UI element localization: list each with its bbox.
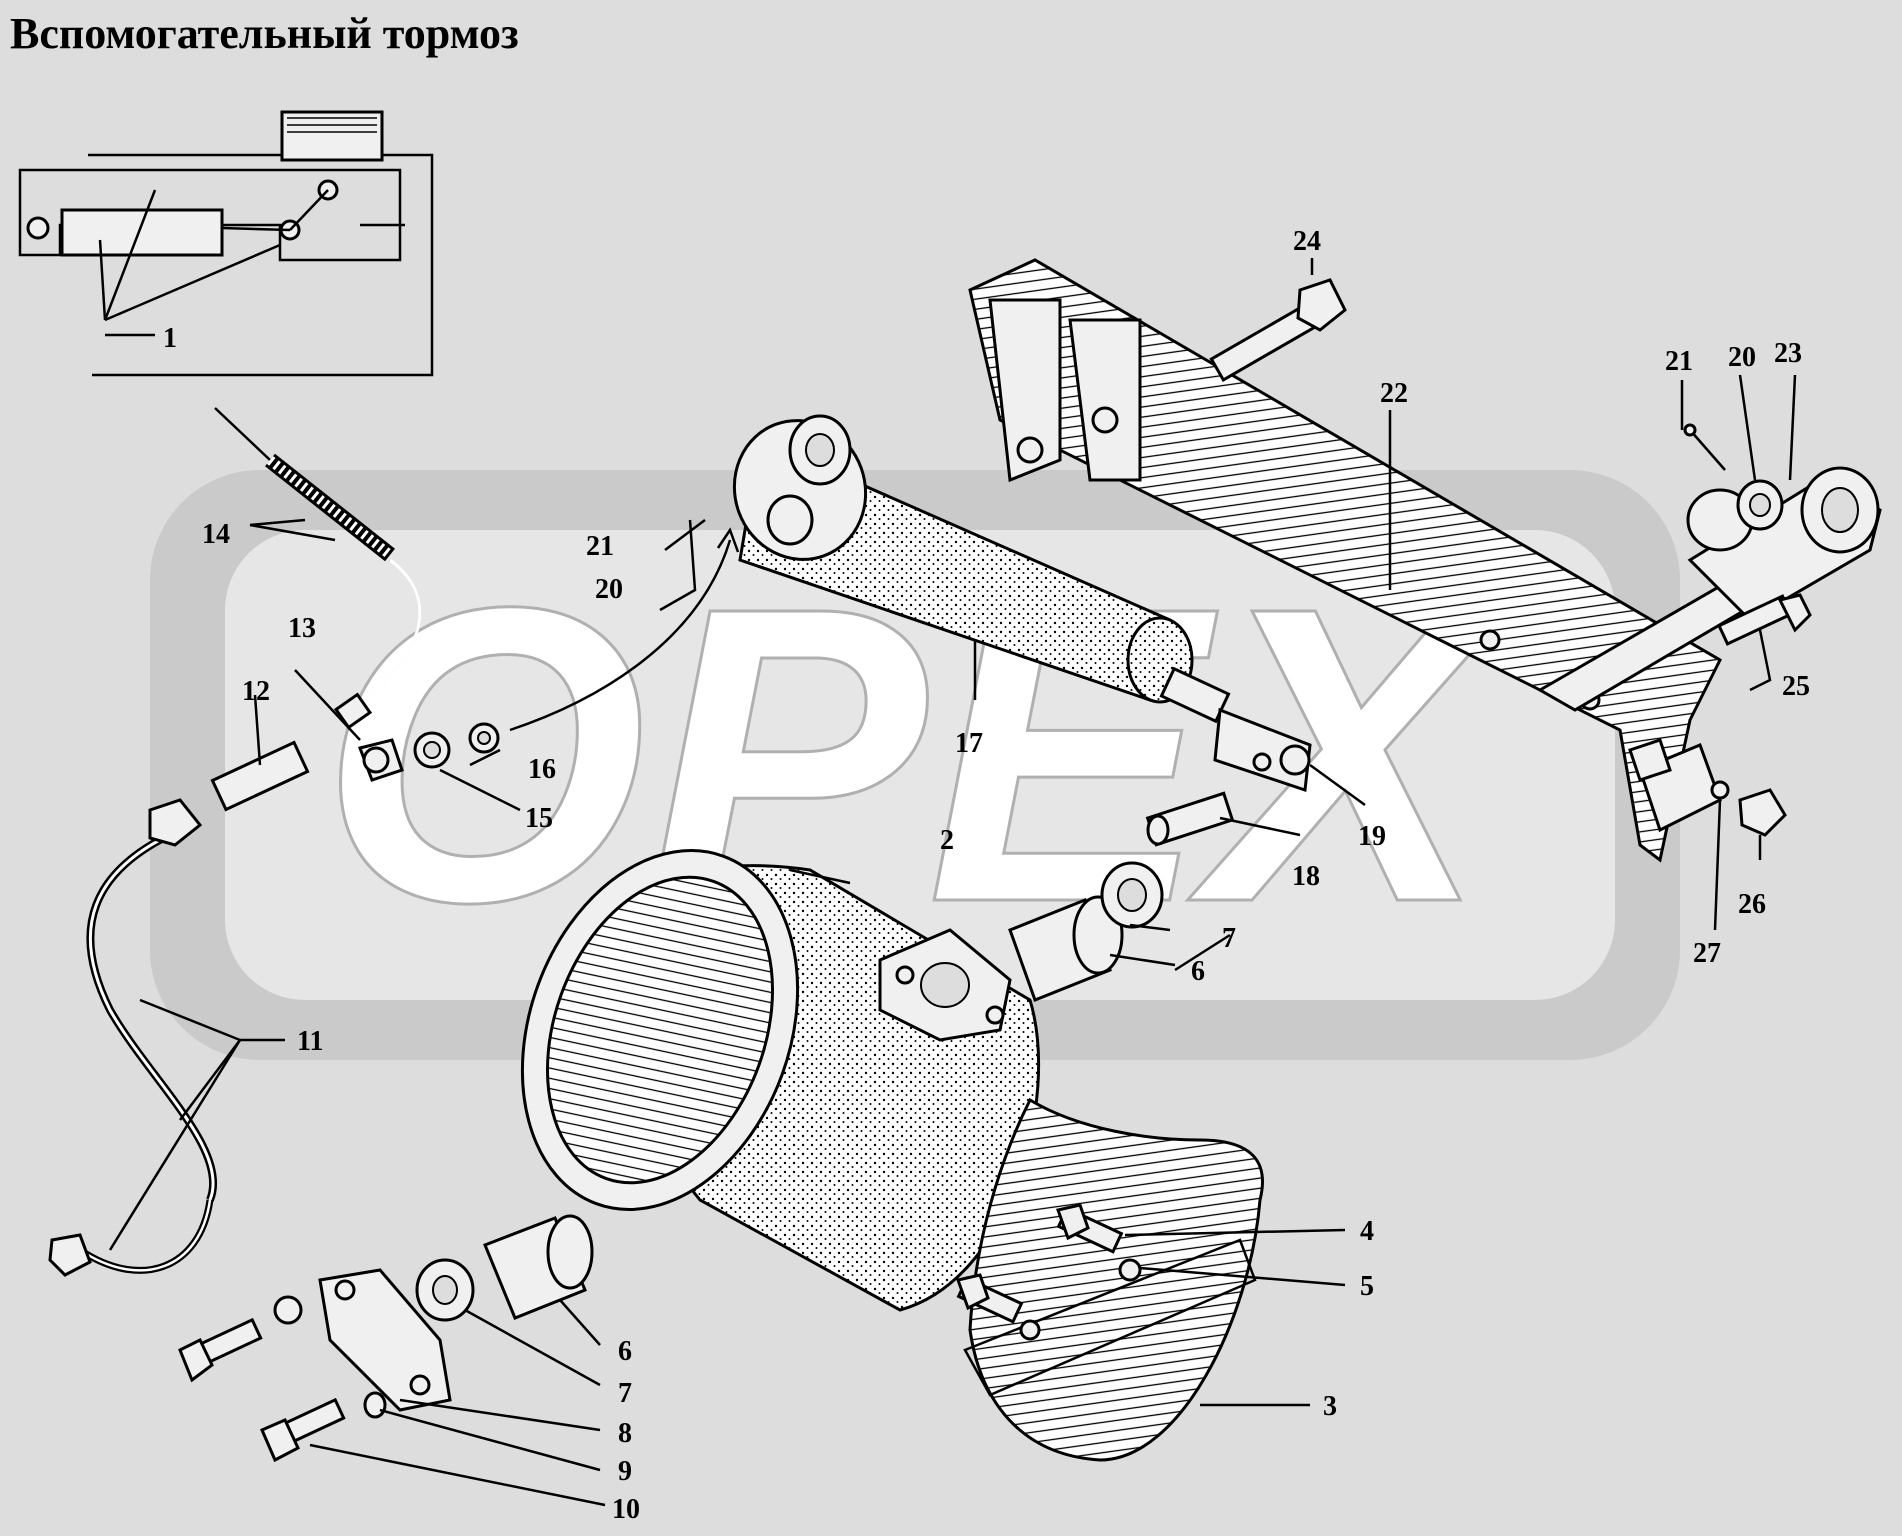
watermark-logo: OPEX [150,470,1680,1060]
callout-7a: 7 [1222,923,1236,954]
callout-21a: 21 [586,531,614,562]
callout-26: 26 [1738,889,1766,920]
brake-cylinder-17 [732,414,1312,793]
callout-7b: 7 [618,1378,632,1409]
callout-16: 16 [528,754,556,785]
callout-19: 19 [1358,821,1386,852]
leader-lines [108,258,1797,1507]
brake-drum-2 [520,849,1041,1312]
callout-27: 27 [1693,938,1721,969]
callout-6a: 6 [1191,956,1205,987]
callout-8: 8 [618,1418,632,1449]
callout-6b: 6 [618,1336,632,1367]
bolt-24 [1209,278,1347,382]
callout-12: 12 [242,676,270,707]
callout-2: 2 [940,825,954,856]
callout-14: 14 [202,519,230,550]
callout-15: 15 [525,803,553,834]
lower-fasteners [178,1214,594,1463]
hose-11 [48,798,218,1277]
callout-25: 25 [1782,671,1810,702]
callout-17: 17 [955,728,983,759]
fittings-group [210,527,740,812]
pin-bushing-group [1008,791,1235,1002]
callout-13: 13 [288,613,316,644]
mount-fasteners [1628,593,1812,837]
callout-24: 24 [1293,226,1321,257]
watermark-text: OPEX [320,521,1509,990]
callout-4: 4 [1360,1216,1374,1247]
callout-labels: 1 2 3 4 5 6 6 7 7 8 9 10 11 12 13 14 15 … [163,226,1810,1525]
callout-18: 18 [1292,861,1320,892]
callout-9: 9 [618,1456,632,1487]
bracket-22 [968,258,1722,863]
callout-21b: 21 [1665,346,1693,377]
callout-10: 10 [612,1494,640,1525]
diagram-title: Вспомогательный тормоз [10,9,519,58]
callout-3: 3 [1323,1391,1337,1422]
hose-14 [214,407,422,730]
callout-22: 22 [1380,378,1408,409]
callout-23: 23 [1774,338,1802,369]
callout-11: 11 [297,1026,323,1057]
lever-23 [1536,423,1882,712]
callout-20b: 20 [1728,342,1756,373]
callout-20a: 20 [595,574,623,605]
cover-plate-3 [956,1097,1264,1462]
callout-5: 5 [1360,1271,1374,1302]
inset-schematic [18,110,434,377]
callout-1: 1 [163,323,177,354]
